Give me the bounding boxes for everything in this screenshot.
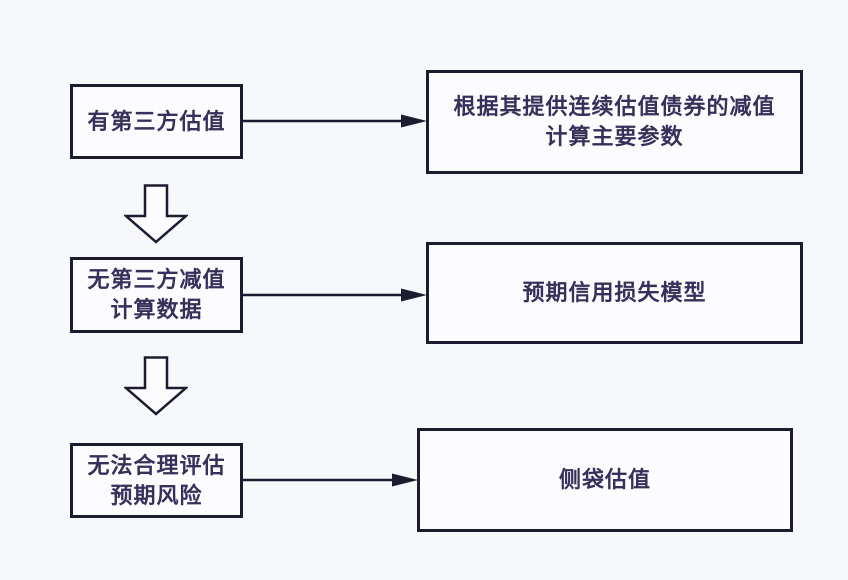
result-box-1-label: 根据其提供连续估值债券的减值 计算主要参数	[453, 94, 776, 149]
down-arrow-icon-1	[124, 184, 188, 244]
result-box-2: 预期信用损失模型	[426, 242, 803, 344]
condition-box-1: 有第三方估值	[70, 84, 243, 159]
result-box-2-label: 预期信用损失模型	[522, 280, 707, 305]
condition-box-3-label: 无法合理评估 预期风险	[87, 452, 226, 508]
result-box-1: 根据其提供连续估值债券的减值 计算主要参数	[426, 70, 803, 174]
condition-box-1-label: 有第三方估值	[87, 108, 226, 134]
result-box-3-label: 侧袋估值	[558, 467, 651, 492]
result-box-3: 侧袋估值	[417, 428, 793, 532]
condition-box-3: 无法合理评估 预期风险	[70, 443, 243, 518]
right-arrow-icon-2	[243, 288, 427, 302]
down-arrow-icon-2	[124, 356, 188, 416]
condition-box-2: 无第三方减值 计算数据	[70, 257, 243, 333]
condition-box-2-label: 无第三方减值 计算数据	[87, 267, 226, 322]
right-arrow-icon-1	[243, 114, 427, 128]
right-arrow-icon-3	[243, 473, 418, 487]
